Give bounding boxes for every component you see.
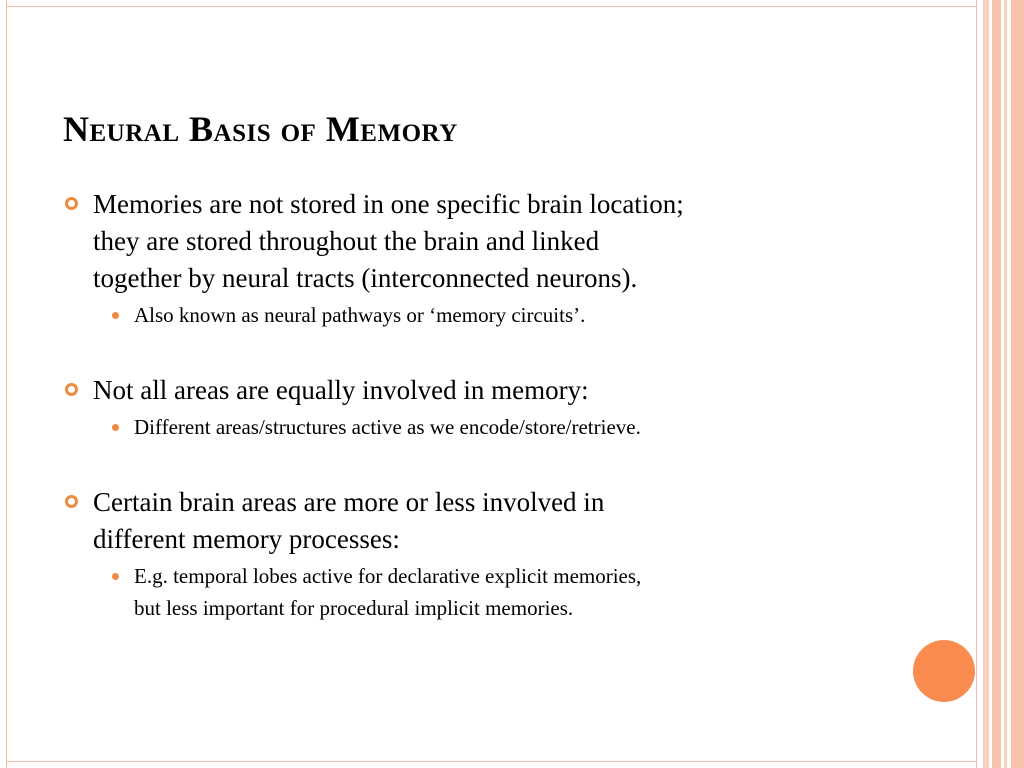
ring-bullet-icon [65, 495, 78, 508]
dot-bullet-icon [112, 573, 119, 580]
bullet-line: together by neural tracts (interconnecte… [93, 263, 638, 293]
bullet-item: Memories are not stored in one specific … [63, 186, 923, 297]
bullet-item: Not all areas are equally involved in me… [63, 372, 923, 409]
decorative-stripe [976, 0, 977, 768]
sub-bullet-item: E.g. temporal lobes active for declarati… [63, 560, 923, 624]
bullet-line: Certain brain areas are more or less inv… [93, 487, 605, 517]
decorative-stripe [992, 0, 1001, 768]
sub-bullet-line: Different areas/structures active as we … [134, 415, 641, 439]
frame-top-line [6, 6, 976, 7]
decorative-circle [913, 640, 975, 702]
dot-bullet-icon [112, 424, 119, 431]
sub-bullet-line: but less important for procedural implic… [134, 596, 574, 620]
decorative-stripe [983, 0, 989, 768]
ring-bullet-icon [65, 197, 78, 210]
bullet-line: they are stored throughout the brain and… [93, 226, 600, 256]
decorative-stripe [1011, 0, 1024, 768]
dot-bullet-icon [112, 312, 119, 319]
sub-bullet-item: Different areas/structures active as we … [63, 411, 923, 443]
bullet-line: different memory processes: [93, 524, 400, 554]
sub-bullet-line: E.g. temporal lobes active for declarati… [134, 564, 642, 588]
bullet-item: Certain brain areas are more or less inv… [63, 484, 923, 558]
sub-bullet-line: Also known as neural pathways or ‘memory… [134, 303, 586, 327]
decorative-stripe [1004, 0, 1007, 768]
ring-bullet-icon [65, 383, 78, 396]
bullet-line: Not all areas are equally involved in me… [93, 375, 589, 405]
bullet-line: Memories are not stored in one specific … [93, 189, 684, 219]
bullet-list: Memories are not stored in one specific … [63, 186, 923, 624]
frame-bottom-line [6, 761, 976, 762]
frame-left-line [6, 0, 7, 768]
slide-title: Neural Basis of Memory [63, 109, 458, 149]
sub-bullet-item: Also known as neural pathways or ‘memory… [63, 299, 923, 331]
